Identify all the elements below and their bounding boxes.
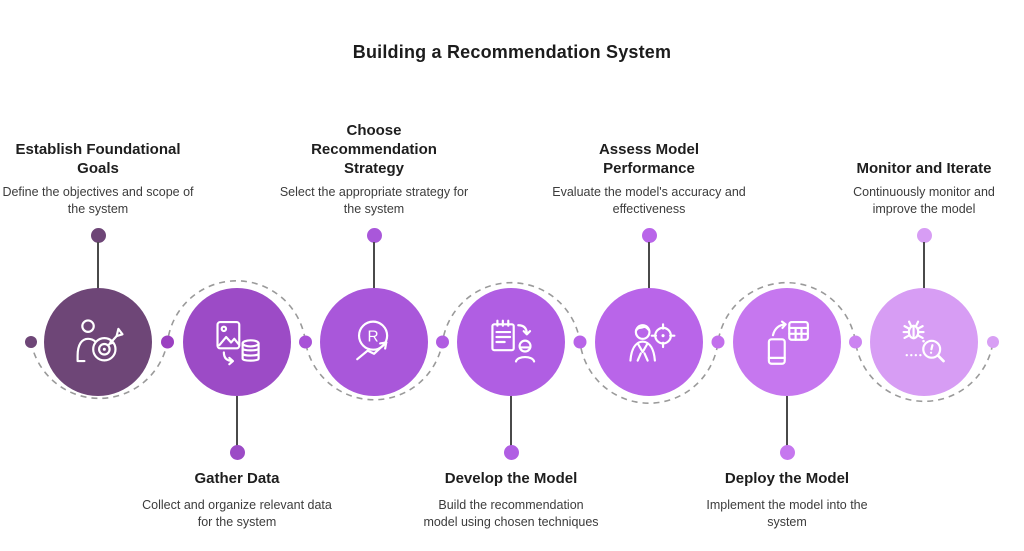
step-stem-line: [97, 242, 99, 289]
step-label-dot: [90, 228, 106, 243]
step-description: Define the objectives and scope of the s…: [2, 185, 194, 216]
step-stem-line: [236, 396, 238, 446]
step-circle: R: [320, 288, 428, 396]
step-circle: [870, 288, 978, 396]
step-circle: [183, 288, 291, 396]
step-description: Collect and organize relevant data for t…: [142, 498, 332, 529]
step-title: Assess Model Performance: [598, 141, 700, 177]
step-label-dot: [503, 445, 519, 460]
step-title: Monitor and Iterate: [856, 160, 992, 177]
step-title: Develop the Model: [444, 470, 578, 487]
performance-target-icon: [629, 323, 676, 362]
strategy-trend-icon: R: [356, 320, 389, 361]
step-label-dot: [916, 228, 932, 243]
step-stem-line: [923, 242, 925, 289]
bug-monitor-icon: [902, 320, 945, 363]
step-stem-line: [786, 396, 788, 446]
step-title: Deploy the Model: [724, 470, 850, 487]
step-title: Choose Recommendation Strategy: [311, 122, 437, 177]
connector-dot: [161, 335, 174, 349]
goal-target-icon: [76, 319, 124, 363]
step-stem-line: [648, 242, 650, 289]
svg-text:R: R: [368, 329, 379, 346]
deploy-devices-icon: [767, 320, 809, 365]
connector-dot: [573, 335, 587, 349]
step-description: Continuously monitor and improve the mod…: [853, 185, 995, 216]
step-stem-line: [510, 396, 512, 446]
step-description: Select the appropriate strategy for the …: [279, 185, 469, 216]
step-circle: [44, 288, 152, 396]
step-stem-line: [373, 242, 375, 289]
step-description: Implement the model into the system: [706, 498, 868, 529]
step-circle: [595, 288, 703, 396]
step-description: Evaluate the model's accuracy and effect…: [552, 185, 746, 216]
step-circle: [457, 288, 565, 396]
step-label-dot: [779, 445, 795, 460]
step-label-dot: [229, 445, 245, 460]
step-label-dot: [641, 228, 657, 243]
connector-dot: [711, 335, 725, 349]
connector-dot: [25, 336, 37, 348]
connector-dot: [987, 336, 999, 348]
connector-dot: [436, 335, 449, 349]
model-notes-icon: [491, 319, 536, 363]
step-title: Establish Foundational Goals: [15, 141, 181, 177]
step-label-dot: [366, 228, 382, 243]
page-title: Building a Recommendation System: [352, 42, 672, 62]
step-circle: [733, 288, 841, 396]
data-collection-icon: [216, 320, 260, 366]
connector-dot: [849, 335, 862, 349]
step-title: Gather Data: [194, 470, 280, 487]
connector-dot: [299, 335, 312, 349]
step-description: Build the recommendation model using cho…: [423, 498, 599, 529]
